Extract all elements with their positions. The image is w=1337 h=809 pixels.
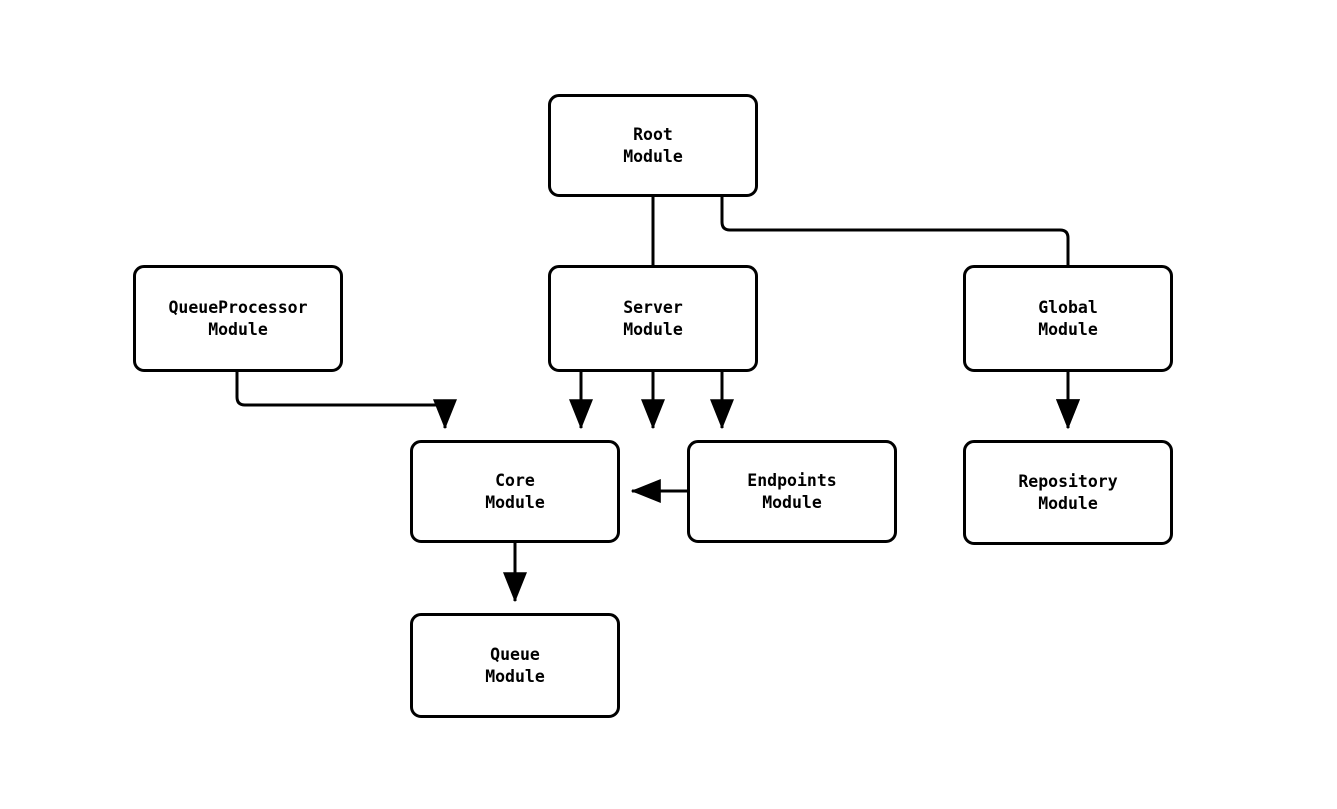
node-queueprocessor-module-title: QueueProcessor [168,297,308,317]
node-server-module[interactable]: Server Module [548,265,758,372]
edge-queueprocessor-to-core [235,372,457,430]
node-queue-module[interactable]: Queue Module [410,613,620,718]
node-global-module-subtitle: Module [1038,319,1098,339]
node-core-module-title: Core [495,470,535,490]
node-core-module-subtitle: Module [485,492,545,512]
node-server-module-title: Server [623,297,683,317]
node-repository-module-title: Repository [1018,471,1118,491]
node-global-module[interactable]: Global Module [963,265,1173,372]
node-global-module-title: Global [1038,297,1098,317]
node-server-module-subtitle: Module [623,319,683,339]
node-queueprocessor-module-subtitle: Module [208,319,268,339]
node-queue-module-title: Queue [490,644,540,664]
node-endpoints-module-title: Endpoints [747,470,837,490]
node-repository-module[interactable]: Repository Module [963,440,1173,545]
node-queueprocessor-module[interactable]: QueueProcessor Module [133,265,343,372]
node-core-module[interactable]: Core Module [410,440,620,543]
node-queue-module-subtitle: Module [485,666,545,686]
edge-root-to-global [720,197,1080,430]
node-root-module-title: Root [633,124,673,144]
node-endpoints-module-subtitle: Module [762,492,822,512]
node-endpoints-module[interactable]: Endpoints Module [687,440,897,543]
node-root-module[interactable]: Root Module [548,94,758,197]
node-root-module-subtitle: Module [623,146,683,166]
node-repository-module-subtitle: Module [1038,493,1098,513]
